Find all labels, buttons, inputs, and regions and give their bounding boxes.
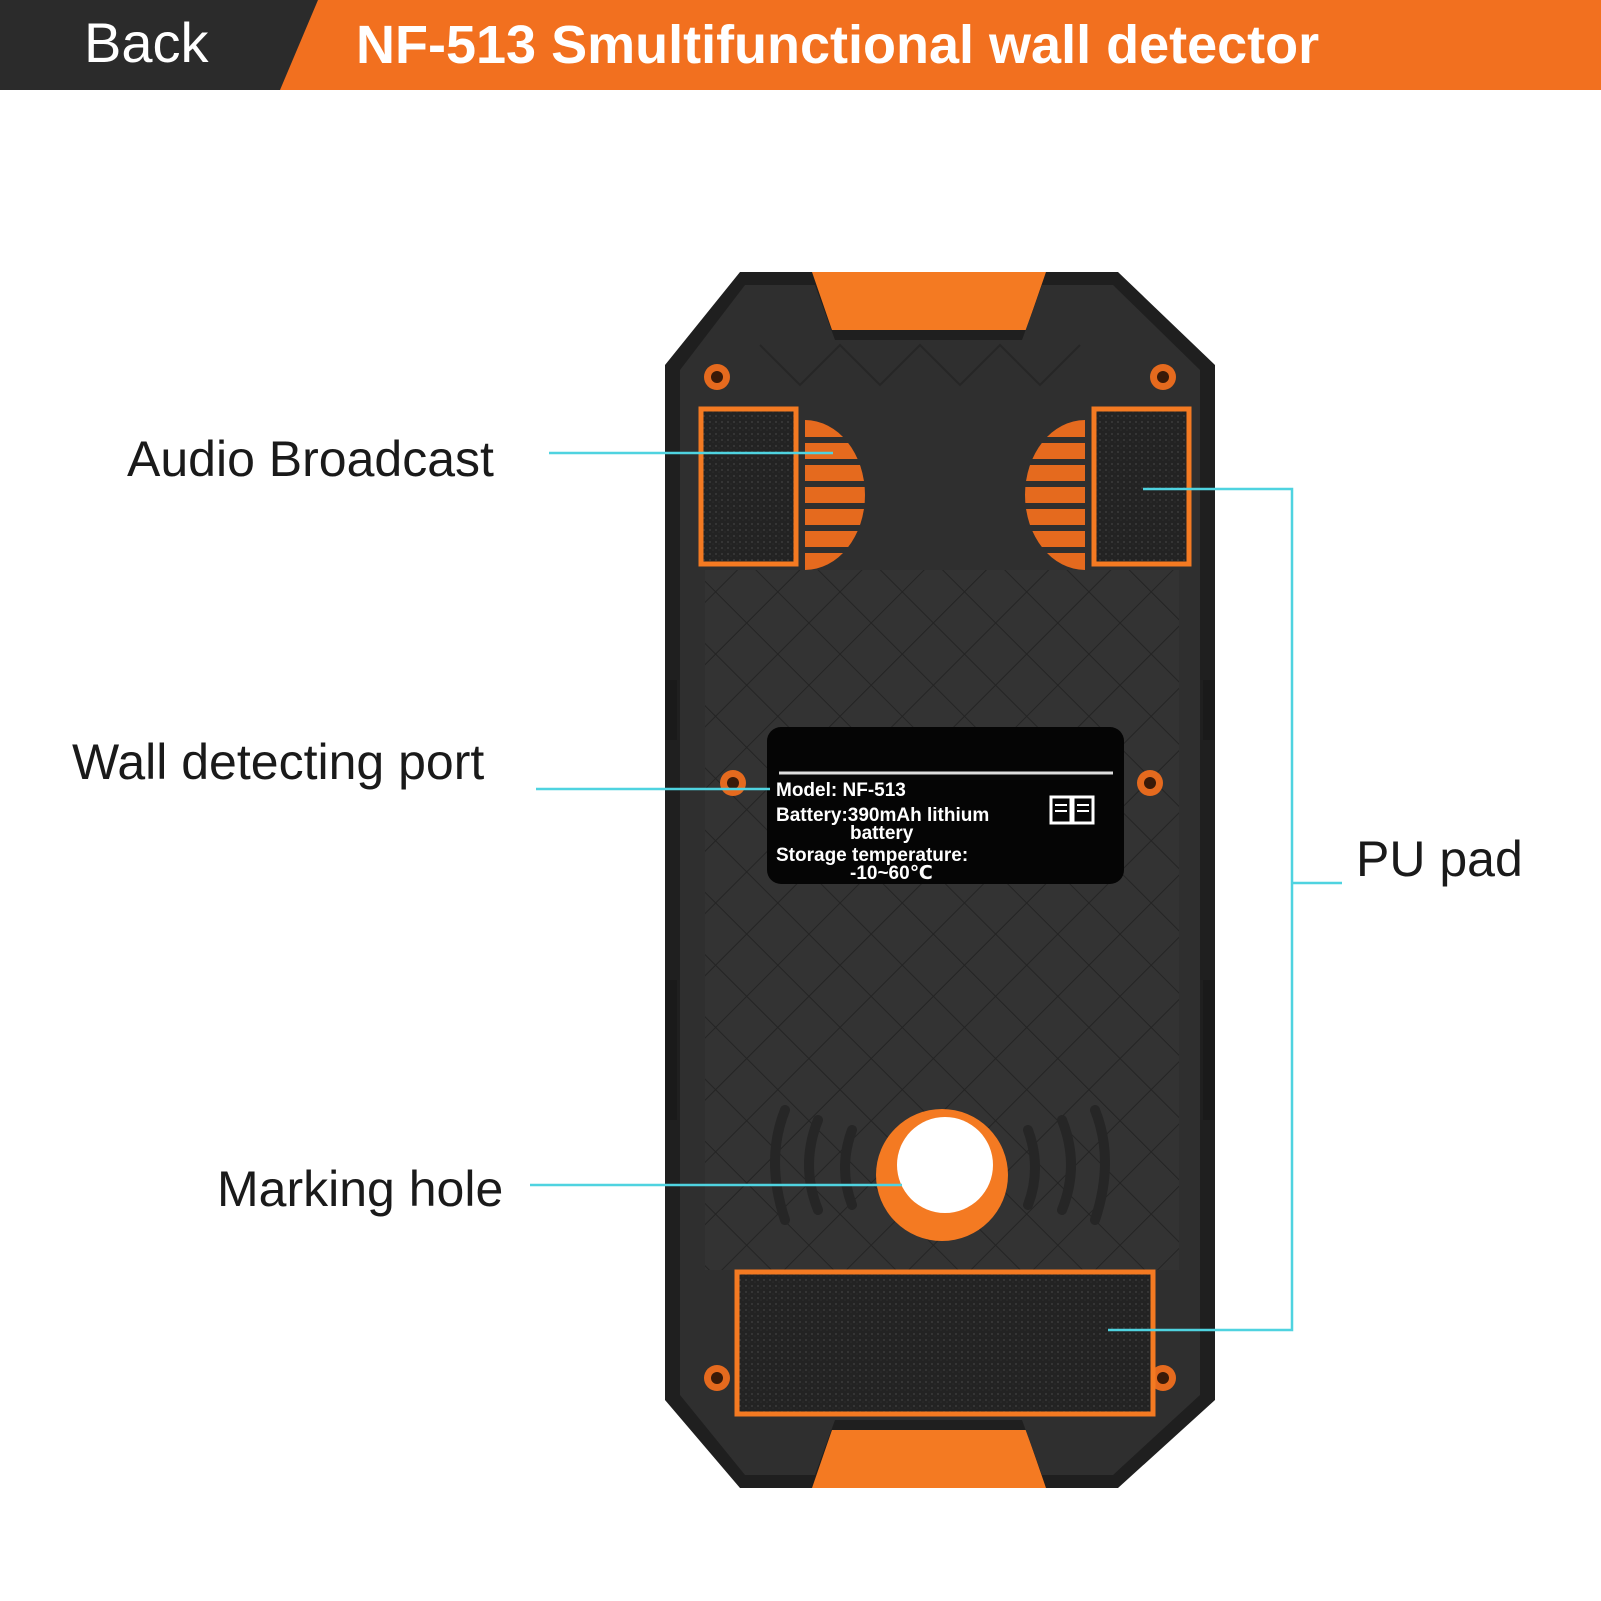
label-storage-line1: Storage temperature: (776, 845, 969, 866)
label-battery-line2: battery (850, 823, 914, 844)
pu-pad-top-right (1091, 406, 1192, 567)
label-battery-line1: Battery:390mAh lithium (776, 805, 990, 826)
leader-lines (530, 451, 1342, 1332)
header-bar: Back NF-513 Smultifunctional wall detect… (0, 0, 1601, 90)
page-title: NF-513 Smultifunctional wall detector (356, 15, 1320, 75)
speaker-grille-right (1020, 420, 1090, 570)
speaker-grille-left (800, 420, 870, 570)
side-grips (665, 680, 1215, 1120)
pu-pad-top-left (698, 406, 799, 567)
info-label-plate (767, 727, 1124, 884)
top-bumper (805, 272, 1050, 338)
marking-hole (897, 1117, 993, 1213)
label-model: Model: NF-513 (776, 780, 906, 801)
label-storage-line2: -10~60℃ (850, 863, 933, 884)
callout-pu-pad: PU pad (1356, 831, 1523, 887)
bottom-bumper (805, 1420, 1050, 1488)
callout-audio-broadcast: Audio Broadcast (127, 431, 494, 487)
callout-wall-detecting-port: Wall detecting port (72, 734, 485, 790)
back-label[interactable]: Back (84, 11, 209, 74)
header-background (0, 0, 1601, 90)
callout-marking-hole: Marking hole (217, 1161, 504, 1217)
wave-arcs (770, 1105, 1110, 1225)
book-icon (1049, 795, 1095, 825)
screws (704, 364, 1176, 1391)
pu-pad-bottom (734, 1269, 1156, 1417)
